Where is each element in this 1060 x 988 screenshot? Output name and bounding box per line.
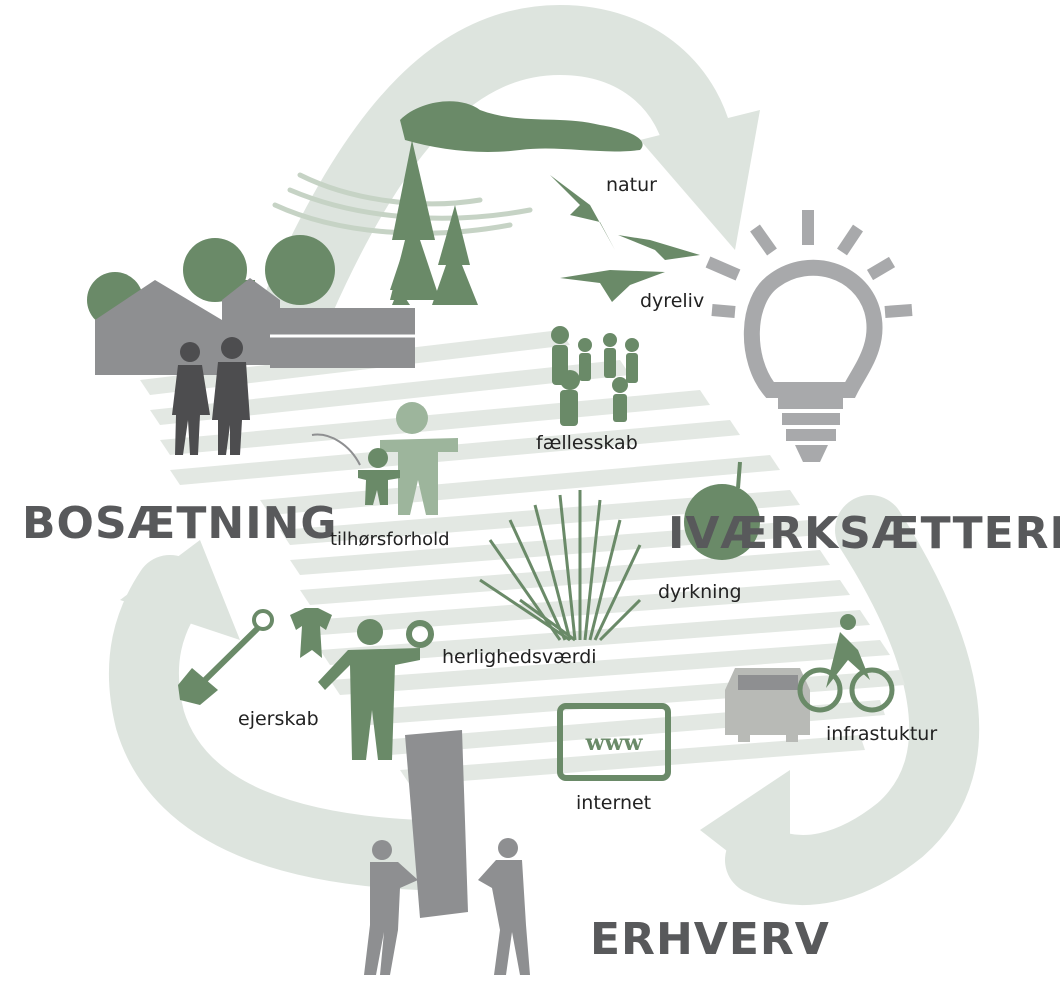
title-erhverv: ERHVERV: [590, 914, 830, 965]
round-trees-icon: [87, 235, 335, 350]
bicycle-icon: [797, 614, 895, 713]
label-herlighedsvaerdi: herlighedsværdi: [442, 646, 597, 668]
cycle-arrow-top: [265, 4, 735, 335]
title-ivaerksaetteri: IVÆRKSÆTTERI: [668, 508, 1060, 559]
label-ejerskab: ejerskab: [238, 708, 319, 730]
couple-walking-icon: [172, 337, 250, 455]
cycle-arrows: [108, 4, 980, 905]
smoke-cloud: [400, 101, 643, 152]
arrowhead-right: [700, 770, 790, 900]
www-tablet-icon: www: [557, 703, 671, 781]
barn-icon: [270, 308, 415, 368]
cycle-arrow-heads: [120, 110, 790, 900]
person-gear-icon: [318, 619, 434, 760]
arrowhead-top: [640, 110, 760, 250]
lightbulb-icon: [705, 210, 913, 462]
community-circle-icon: [551, 326, 639, 426]
shirt-icon: [290, 608, 332, 658]
apple-icon: [684, 461, 760, 560]
title-bosaetning: BOSÆTNING: [22, 498, 338, 549]
cycle-arrow-left: [108, 555, 455, 890]
label-internet: internet: [576, 792, 652, 814]
movers-icon: [364, 730, 530, 975]
www-text: www: [585, 730, 644, 756]
houses-icon: [95, 278, 415, 375]
car-icon: [725, 668, 810, 742]
label-dyrkning: dyrkning: [658, 581, 742, 603]
parent-child-icon: [311, 402, 458, 515]
birds-icon: [550, 175, 700, 302]
label-tilhorsforhold: tilhørsforhold: [330, 529, 450, 550]
spruce-trees-icon: [390, 140, 478, 305]
label-infrastuktur: infrastuktur: [826, 723, 938, 745]
shovel-icon: [178, 609, 274, 705]
label-dyreliv: dyreliv: [640, 290, 705, 312]
label-natur: natur: [606, 174, 657, 196]
cycle-arrow-right: [725, 495, 980, 905]
grass-icon: [479, 490, 642, 642]
arrowhead-left: [120, 540, 240, 640]
label-faellesskab: fællesskab: [536, 432, 638, 454]
